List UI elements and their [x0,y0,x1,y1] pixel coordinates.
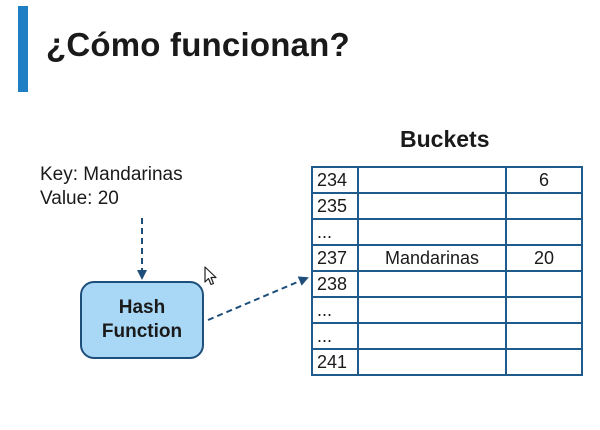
key-label: Key: Mandarinas [40,164,183,185]
buckets-title: Buckets [400,126,490,152]
bucket-value: 6 [505,166,583,194]
table-row: ... [311,218,583,246]
bucket-key [357,322,507,350]
bucket-index: ... [311,218,359,246]
bucket-value [505,218,583,246]
table-row: ... [311,296,583,324]
bucket-key [357,218,507,246]
title-accent-bar [18,6,28,92]
buckets-table: 234 6 235 ... 237 Mandarinas 20 238 [311,166,583,376]
mouse-pointer-icon [204,266,217,286]
table-row: 237 Mandarinas 20 [311,244,583,272]
table-row: 234 6 [311,166,583,194]
value-label: Value: 20 [40,188,119,209]
bucket-key [357,166,507,194]
hash-function-box: Hash Function [80,281,204,359]
bucket-index: ... [311,322,359,350]
bucket-index: 235 [311,192,359,220]
bucket-value [505,322,583,350]
bucket-key: Mandarinas [357,244,507,272]
bucket-index: 241 [311,348,359,376]
bucket-key [357,348,507,376]
bucket-value [505,296,583,324]
bucket-value [505,270,583,298]
table-row: 235 [311,192,583,220]
bucket-value [505,348,583,376]
bucket-index: 237 [311,244,359,272]
bucket-key [357,270,507,298]
bucket-value [505,192,583,220]
slide-title: ¿Cómo funcionan? [46,26,350,63]
table-row: 241 [311,348,583,376]
hash-function-line2: Function [101,321,183,342]
hash-function-line1: Hash [118,297,166,318]
bucket-value: 20 [505,244,583,272]
bucket-index: 234 [311,166,359,194]
bucket-key [357,296,507,324]
bucket-index: ... [311,296,359,324]
bucket-index: 238 [311,270,359,298]
table-row: 238 [311,270,583,298]
arrow-hash-to-bucket [207,276,309,321]
bucket-key [357,192,507,220]
input-key-value: Key: Mandarinas Value: 20 [40,163,183,211]
table-row: ... [311,322,583,350]
